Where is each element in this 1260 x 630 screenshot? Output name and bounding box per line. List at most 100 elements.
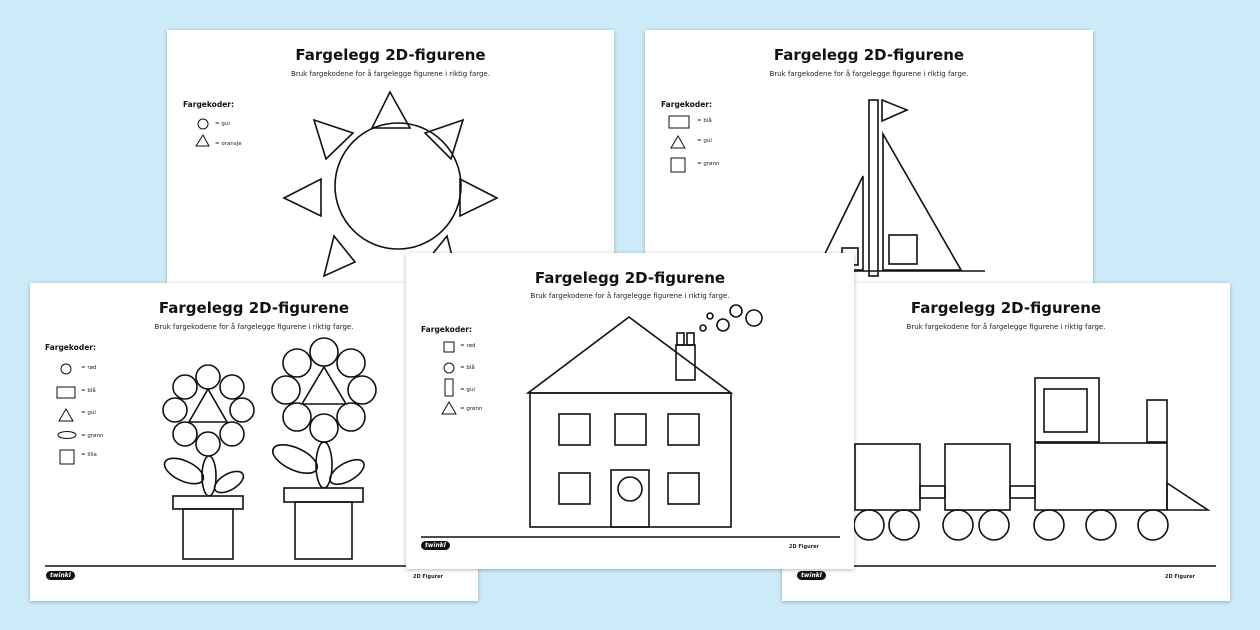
house-window-square	[558, 413, 591, 446]
house-drawing	[421, 304, 840, 538]
worksheet-boat: Fargelegg 2D-figurene Bruk fargekodene f…	[645, 30, 1093, 290]
worksheet-title: Fargelegg 2D-figurene	[910, 299, 1102, 317]
sun-ray-triangle	[459, 177, 499, 218]
key-label: = blå	[81, 388, 96, 394]
key-label: = rød	[460, 343, 476, 349]
petal-circle	[282, 402, 312, 432]
key-label: = blå	[460, 365, 475, 371]
sun-circle	[334, 122, 462, 250]
train-engine-body	[1034, 442, 1168, 511]
key-label: = lilla	[81, 452, 97, 458]
twinkl-logo: twinkl	[46, 571, 75, 580]
petal-circle	[195, 364, 221, 390]
key-label: = grønn	[697, 161, 720, 167]
house-chimney	[675, 344, 696, 381]
sun-drawing	[195, 90, 499, 278]
key-label: = grønn	[81, 433, 104, 439]
leaf-oval	[213, 470, 245, 494]
train-wagon	[944, 443, 1011, 511]
house-window-square	[667, 413, 700, 446]
key-label: = oransje	[215, 141, 242, 147]
footer-note: 2D Figurer	[1165, 574, 1195, 580]
smoke-circle	[729, 304, 743, 318]
key-label: = gul	[81, 410, 96, 416]
petal-circle	[309, 337, 339, 367]
smoke-circle	[745, 309, 763, 327]
pot-base	[294, 501, 353, 560]
worksheet-flowers: Fargelegg 2D-figurene Bruk fargekodene f…	[30, 283, 478, 601]
footer-note: 2D Figurer	[789, 544, 819, 550]
train-window	[1043, 388, 1088, 433]
leaf-oval	[329, 458, 365, 486]
petal-circle	[336, 348, 366, 378]
flowers-drawing	[45, 337, 464, 567]
flower-center-triangle	[187, 387, 229, 423]
pot-rim	[283, 487, 364, 503]
train-wheel	[888, 509, 920, 541]
flower-center-triangle	[300, 365, 348, 405]
key-label: = gul	[460, 387, 475, 393]
boat-window	[888, 234, 918, 265]
chimney-pot	[676, 332, 685, 346]
worksheet-train: Fargelegg 2D-figurene Bruk fargekodene f…	[782, 283, 1230, 601]
key-label: = rød	[81, 365, 97, 371]
train-coupling	[1009, 485, 1036, 499]
petal-circle	[271, 375, 301, 405]
petal-circle	[172, 374, 198, 400]
train-wheel	[978, 509, 1010, 541]
petal-circle	[219, 421, 245, 447]
train-coupling	[919, 485, 946, 499]
pot-rim	[172, 495, 244, 510]
worksheet-house: Fargelegg 2D-figurene Bruk fargekodene f…	[406, 253, 854, 569]
petal-circle	[219, 374, 245, 400]
worksheet-subtitle: Bruk fargekodene for å fargelegge figure…	[154, 323, 354, 331]
twinkl-logo: twinkl	[797, 571, 826, 580]
house-window-square	[614, 413, 647, 446]
train-wheel	[853, 509, 885, 541]
boat-sail-main	[882, 130, 963, 271]
train-wheel	[1033, 509, 1065, 541]
house-window-square	[667, 472, 700, 505]
boat-drawing	[668, 98, 985, 277]
petal-circle	[172, 421, 198, 447]
boat-flag	[881, 98, 910, 123]
key-label: = grønn	[460, 406, 483, 412]
train-cowcatcher-triangle	[1166, 481, 1211, 511]
door-window-circle	[617, 476, 643, 502]
twinkl-logo: twinkl	[421, 541, 450, 550]
worksheet-sun: Fargelegg 2D-figurene Bruk fargekodene f…	[167, 30, 614, 290]
worksheet-subtitle: Bruk fargekodene for å fargelegge figure…	[906, 323, 1106, 331]
worksheet-subtitle: Bruk fargekodene for å fargelegge figure…	[530, 292, 730, 300]
petal-circle	[162, 397, 188, 423]
petal-circle	[282, 348, 312, 378]
petal-circle	[309, 413, 339, 443]
petal-circle	[229, 397, 255, 423]
leaf-oval	[271, 443, 319, 475]
smoke-circle	[699, 324, 707, 332]
house-body	[529, 392, 732, 528]
petal-circle	[336, 402, 366, 432]
key-label: = gul	[215, 121, 230, 127]
house-window-square	[558, 472, 591, 505]
petal-circle	[195, 431, 221, 457]
footer-note: 2D Figurer	[413, 574, 443, 580]
pot-base	[182, 508, 234, 560]
sun-ray-triangle	[312, 118, 355, 161]
worksheet-subtitle: Bruk fargekodene for å fargelegge figure…	[769, 70, 969, 78]
train-wagon	[854, 443, 921, 511]
stem-oval	[315, 441, 333, 489]
train-wheel	[1137, 509, 1169, 541]
boat-mast	[868, 99, 879, 277]
train-cabin	[1034, 377, 1100, 443]
sun-ray-triangle	[282, 177, 322, 218]
train-drawing	[797, 377, 1216, 567]
train-wheel	[1085, 509, 1117, 541]
house-door	[610, 469, 650, 528]
key-heading: Fargekoder:	[183, 100, 234, 109]
leaf-oval	[163, 457, 205, 485]
petal-circle	[347, 375, 377, 405]
chimney-pot	[686, 332, 695, 346]
train-wheel	[942, 509, 974, 541]
sun-ray-triangle	[322, 234, 357, 278]
worksheet-title: Fargelegg 2D-figurene	[158, 299, 350, 317]
